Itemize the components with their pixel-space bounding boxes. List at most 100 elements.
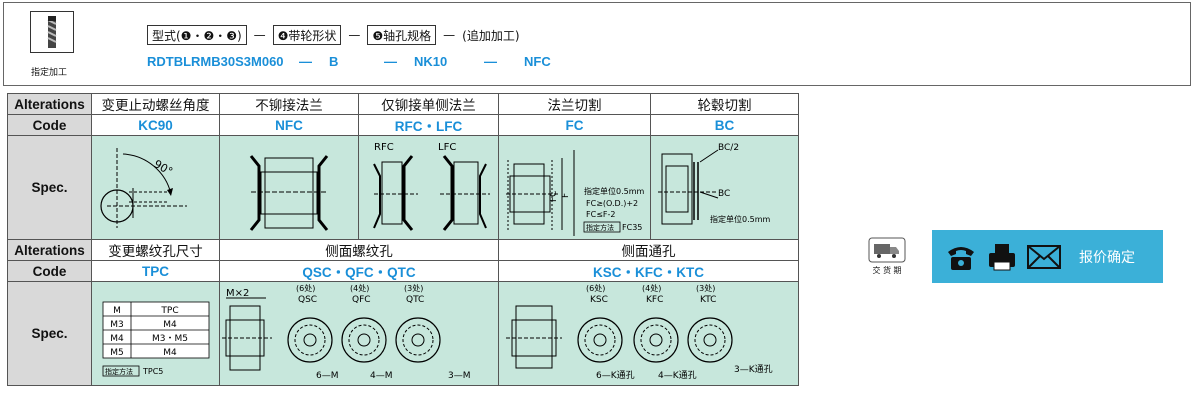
callout-6k: 6—K通孔 [596,370,635,381]
alteration-bc: 轮毂切割 [650,93,799,115]
alteration-tpc: 变更螺纹孔尺寸 [91,239,220,261]
kfc-label: KFC [646,295,663,305]
header-box: 指定加工 型式(❶・❷・❸) — ❹带轮形状 — ❺轴孔规格 — (追加加工) … [3,2,1191,86]
count-3: (3处) [696,283,715,293]
count-4: (4处) [350,283,369,293]
ksc-label: KSC [590,295,608,305]
code-rfc-lfc: RFC・LFC [358,114,499,136]
tpc-header-m: M [113,306,121,316]
f-dim-label: F [561,193,571,198]
code-bc: BC [650,114,799,136]
code-bore: NK10 [414,54,448,69]
count-4: (4处) [642,283,661,293]
gear-6hole [287,317,333,363]
delivery-button[interactable]: 交 货 期 [862,234,912,280]
callout-4m: 4—M [370,371,393,381]
alteration-nfc: 不铆接法兰 [219,93,359,115]
alteration-rfc-lfc: 仅铆接单侧法兰 [358,93,499,115]
quote-action-bar: 报价确定 [932,230,1163,283]
mail-icon[interactable] [1026,243,1062,271]
row-label-spec: Spec. [7,281,92,386]
phone-icon[interactable] [944,242,978,272]
formula-note: (追加加工) [462,28,520,43]
tpc-cell: M4 [163,348,177,358]
tpc-method-label: 指定方法 [105,367,133,376]
callout-3k: 3—K通孔 [734,364,773,375]
diagram-side-thru: (6处) KSC (4处) KFC (3处) KTC [498,281,799,386]
diagram-fc: FC F 指定单位0.5mm FC≥(O.D.)+2 FC≤F-2 指定方法 F… [498,135,651,240]
row-label-code: Code [7,114,92,136]
action-panel: 交 货 期 报价确定 [862,230,1163,283]
formula-bore: ❺轴孔规格 [367,25,437,45]
mx2-label: M×2 [226,288,249,299]
alteration-fc: 法兰切割 [498,93,651,115]
alteration-kc90: 变更止动螺丝角度 [91,93,220,115]
code-kc90: KC90 [91,114,220,136]
gear-3hole [395,317,441,363]
callout-3m: 3—M [448,371,471,381]
code-fc: FC [498,114,651,136]
bc-half-label: BC/2 [718,143,739,153]
code-nfc: NFC [219,114,359,136]
fc-unit: 指定单位0.5mm [584,186,645,196]
tool-label: 指定加工 [30,68,67,78]
ktc-label: KTC [700,295,716,305]
count-3: (3处) [404,283,423,293]
callout-6m: 6—M [316,371,339,381]
rfc-label: RFC [374,142,394,153]
code-model: RDTBLRMB30S3M060 [147,54,284,69]
gear-4hole [632,317,679,363]
diagram-tpc: M TPC M3 M4 M4 M3・M5 M5 M4 指定方法 TPC5 [91,281,220,386]
fc-rule1: FC≥(O.D.)+2 [586,199,638,208]
tpc-cell: M4 [110,334,124,344]
fc-method-example: FC35 [622,223,642,232]
formula-model: 型式(❶・❷・❸) [147,25,247,45]
code-tpc: TPC [91,260,220,282]
quote-confirm-button[interactable]: 报价确定 [1079,249,1135,266]
dash: — [348,28,361,42]
diagram-kc90: 90° [91,135,220,240]
tpc-cell: M3 [110,320,124,330]
row-label-spec: Spec. [7,135,92,240]
alteration-side-tap: 侧面螺纹孔 [219,239,499,261]
delivery-label: 交 货 期 [872,266,902,275]
dash: — [484,54,497,69]
gear-6hole [576,317,623,363]
diagram-bc: BC/2 BC 指定单位0.5mm [650,135,799,240]
gear-4hole [341,317,387,363]
bc-unit: 指定单位0.5mm [710,214,771,224]
callout-4k: 4—K通孔 [658,370,697,381]
fc-dim-label: FC [549,191,559,202]
diagram-nfc [219,135,359,240]
alteration-table: Alterations 变更止动螺丝角度 不铆接法兰 仅铆接单侧法兰 法兰切割 … [7,93,799,386]
kc90-angle: 90° [151,157,174,178]
lfc-label: LFC [438,142,456,153]
row-label-alterations: Alterations [7,239,92,261]
fc-method-label: 指定方法 [586,223,614,232]
tpc-cell: M3・M5 [152,334,188,344]
row-label-alterations: Alterations [7,93,92,115]
formula: 型式(❶・❷・❸) — ❹带轮形状 — ❺轴孔规格 — (追加加工) [147,25,520,45]
qfc-label: QFC [352,295,371,305]
gear-3hole [686,317,733,363]
dash: — [253,28,266,42]
diagram-rfc-lfc: RFC LFC [358,135,499,240]
code-side-thru: KSC・KFC・KTC [498,260,799,282]
formula-shape: ❹带轮形状 [272,25,342,45]
qtc-label: QTC [406,295,424,305]
alteration-side-thru: 侧面通孔 [498,239,799,261]
tpc-method-example: TPC5 [142,367,163,376]
tool-icon [30,11,74,53]
bc-dim-label: BC [718,189,730,199]
tpc-cell: M5 [110,348,124,358]
diagram-side-tap: M×2 (6处) QSC (4处) QFC (3处) QTC [219,281,499,386]
code-extra: NFC [524,54,551,69]
row-label-code: Code [7,260,92,282]
qsc-label: QSC [298,295,317,305]
code-side-tap: QSC・QFC・QTC [219,260,499,282]
code-shape: B [329,54,339,69]
tpc-header-tpc: TPC [160,306,178,316]
tpc-cell: M4 [163,320,177,330]
fax-icon[interactable] [987,242,1017,272]
dash: — [299,54,312,69]
